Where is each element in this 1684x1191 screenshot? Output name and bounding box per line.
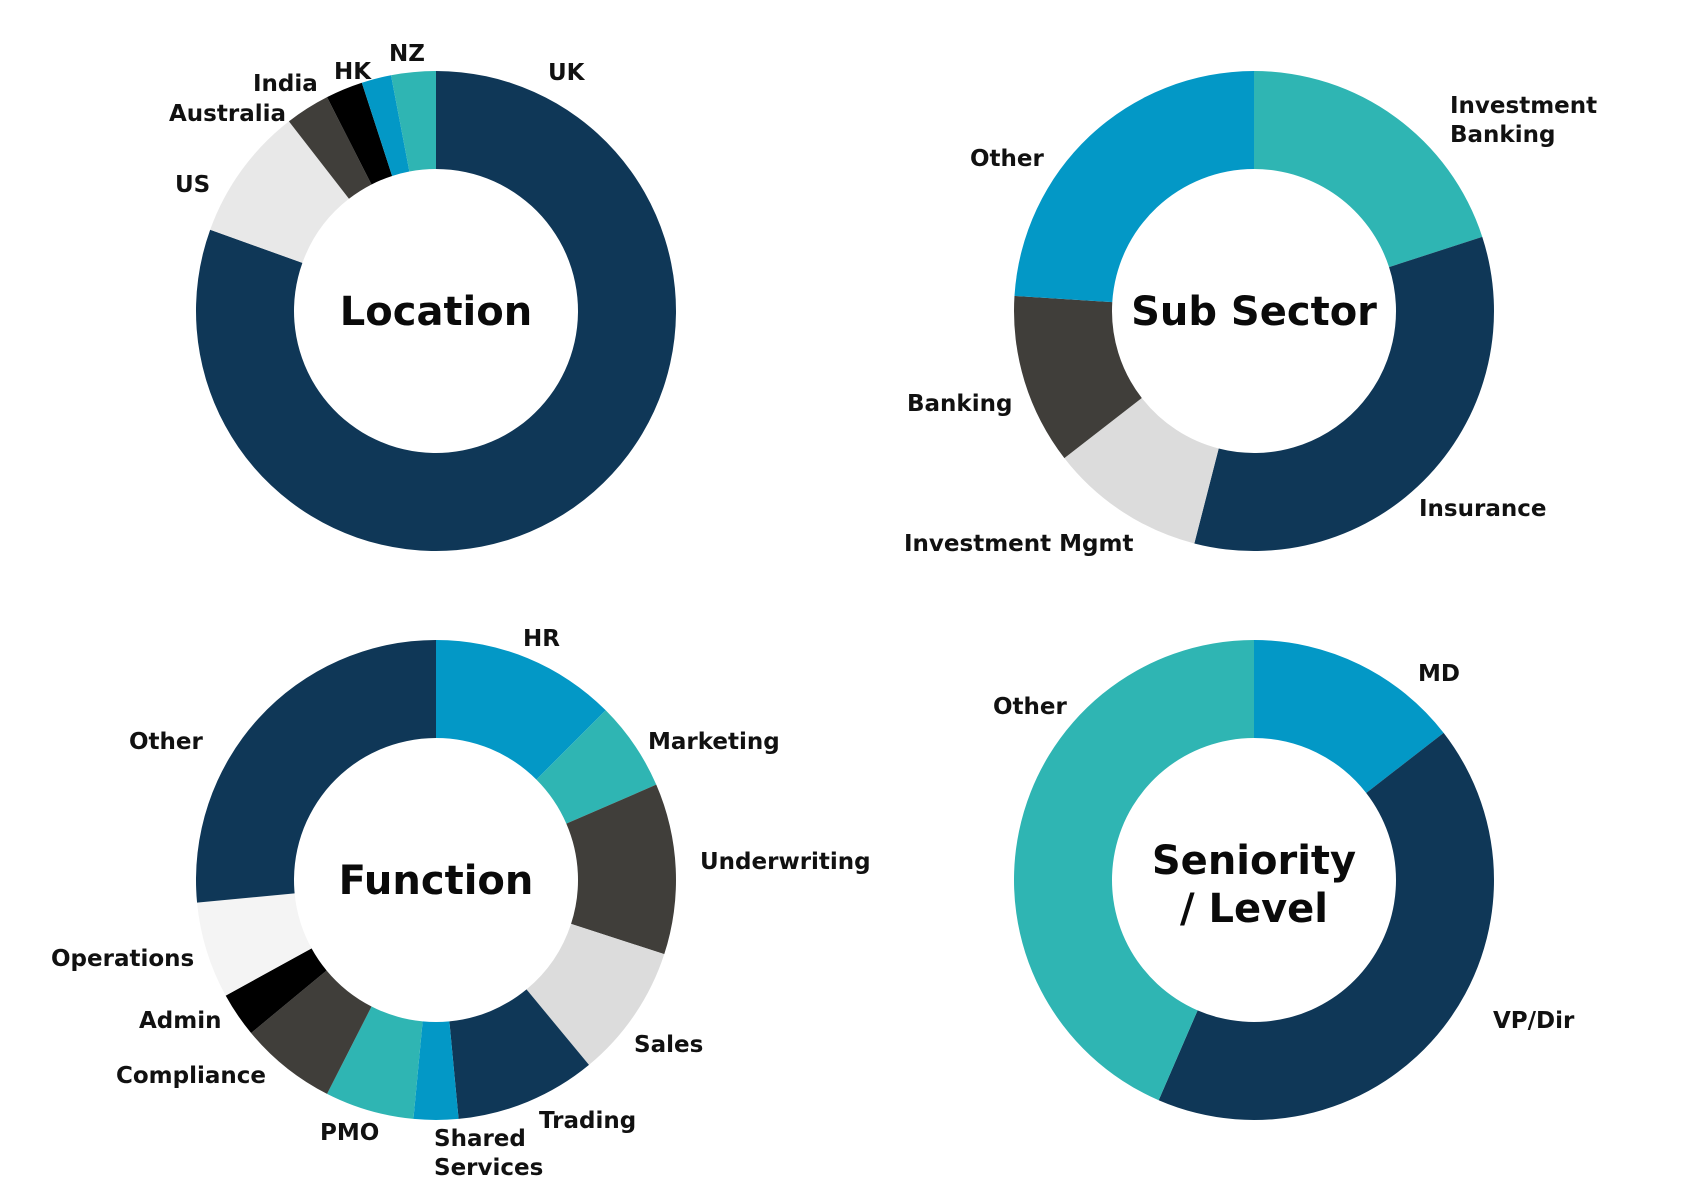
slice-label-other: Other — [129, 729, 204, 755]
slice-label-us: US — [175, 172, 210, 198]
slice-nz — [391, 71, 436, 172]
slice-india — [327, 82, 393, 185]
slice-label-pmo: PMO — [320, 1120, 379, 1146]
donut-chart-location: UK US Australia India HK NZ Location — [169, 41, 676, 551]
slice-underwriting — [566, 784, 676, 955]
chart-title: Location — [340, 289, 532, 335]
slice-label-hr: HR — [523, 626, 560, 652]
slice-other — [1013, 640, 1254, 1101]
slice-uk — [195, 71, 676, 551]
slice-label-sales: Sales — [634, 1032, 703, 1058]
slice-label-vp-dir: VP/Dir — [1493, 1008, 1575, 1034]
slice-label-uk: UK — [548, 60, 586, 86]
slice-label-operations: Operations — [51, 946, 194, 972]
slice-banking — [1014, 295, 1142, 459]
slice-label-insurance: Insurance — [1419, 496, 1546, 522]
slice-other — [196, 640, 436, 903]
slice-pmo — [327, 1006, 423, 1119]
slice-label-trading: Trading — [539, 1108, 636, 1134]
slice-label-compliance: Compliance — [116, 1063, 266, 1089]
slice-other — [1014, 71, 1254, 303]
slice-investment-banking — [1254, 71, 1483, 268]
slice-hr — [436, 640, 606, 780]
slice-label-other: Other — [993, 694, 1068, 720]
donut-chart-function: HR MarketingUnderwritingSalesTradingShare… — [51, 626, 871, 1181]
slice-hk — [361, 75, 410, 176]
slice-trading — [449, 989, 589, 1119]
chart-title: Seniority/ Level — [1152, 838, 1356, 932]
slice-shared-services — [413, 1021, 459, 1120]
slice-label-investment-mgmt: Investment Mgmt — [904, 531, 1133, 557]
slice-sales — [526, 923, 665, 1065]
slice-label-admin: Admin — [139, 1008, 222, 1034]
slice-australia — [288, 97, 372, 199]
slice-label-australia: Australia — [169, 101, 286, 127]
slice-label-banking: Banking — [907, 391, 1012, 417]
slice-insurance — [1194, 236, 1495, 551]
slice-operations — [197, 893, 312, 996]
slice-label-md: MD — [1418, 661, 1460, 687]
slice-label-india: India — [253, 71, 318, 97]
slice-investment-mgmt — [1064, 398, 1219, 544]
chart-title: Function — [339, 858, 534, 904]
slice-label-hk: HK — [334, 59, 372, 85]
slice-marketing — [536, 710, 657, 824]
slice-admin — [225, 948, 327, 1033]
chart-title: Sub Sector — [1131, 289, 1377, 335]
slice-us — [210, 121, 349, 263]
slice-vp-dir — [1158, 732, 1495, 1121]
slice-md — [1254, 640, 1444, 793]
slice-label-marketing: Marketing — [648, 729, 780, 755]
slice-label-nz: NZ — [389, 41, 425, 67]
slice-compliance — [251, 970, 372, 1094]
slice-label-other: Other — [970, 146, 1045, 172]
slice-label-underwriting: Underwriting — [700, 849, 871, 875]
